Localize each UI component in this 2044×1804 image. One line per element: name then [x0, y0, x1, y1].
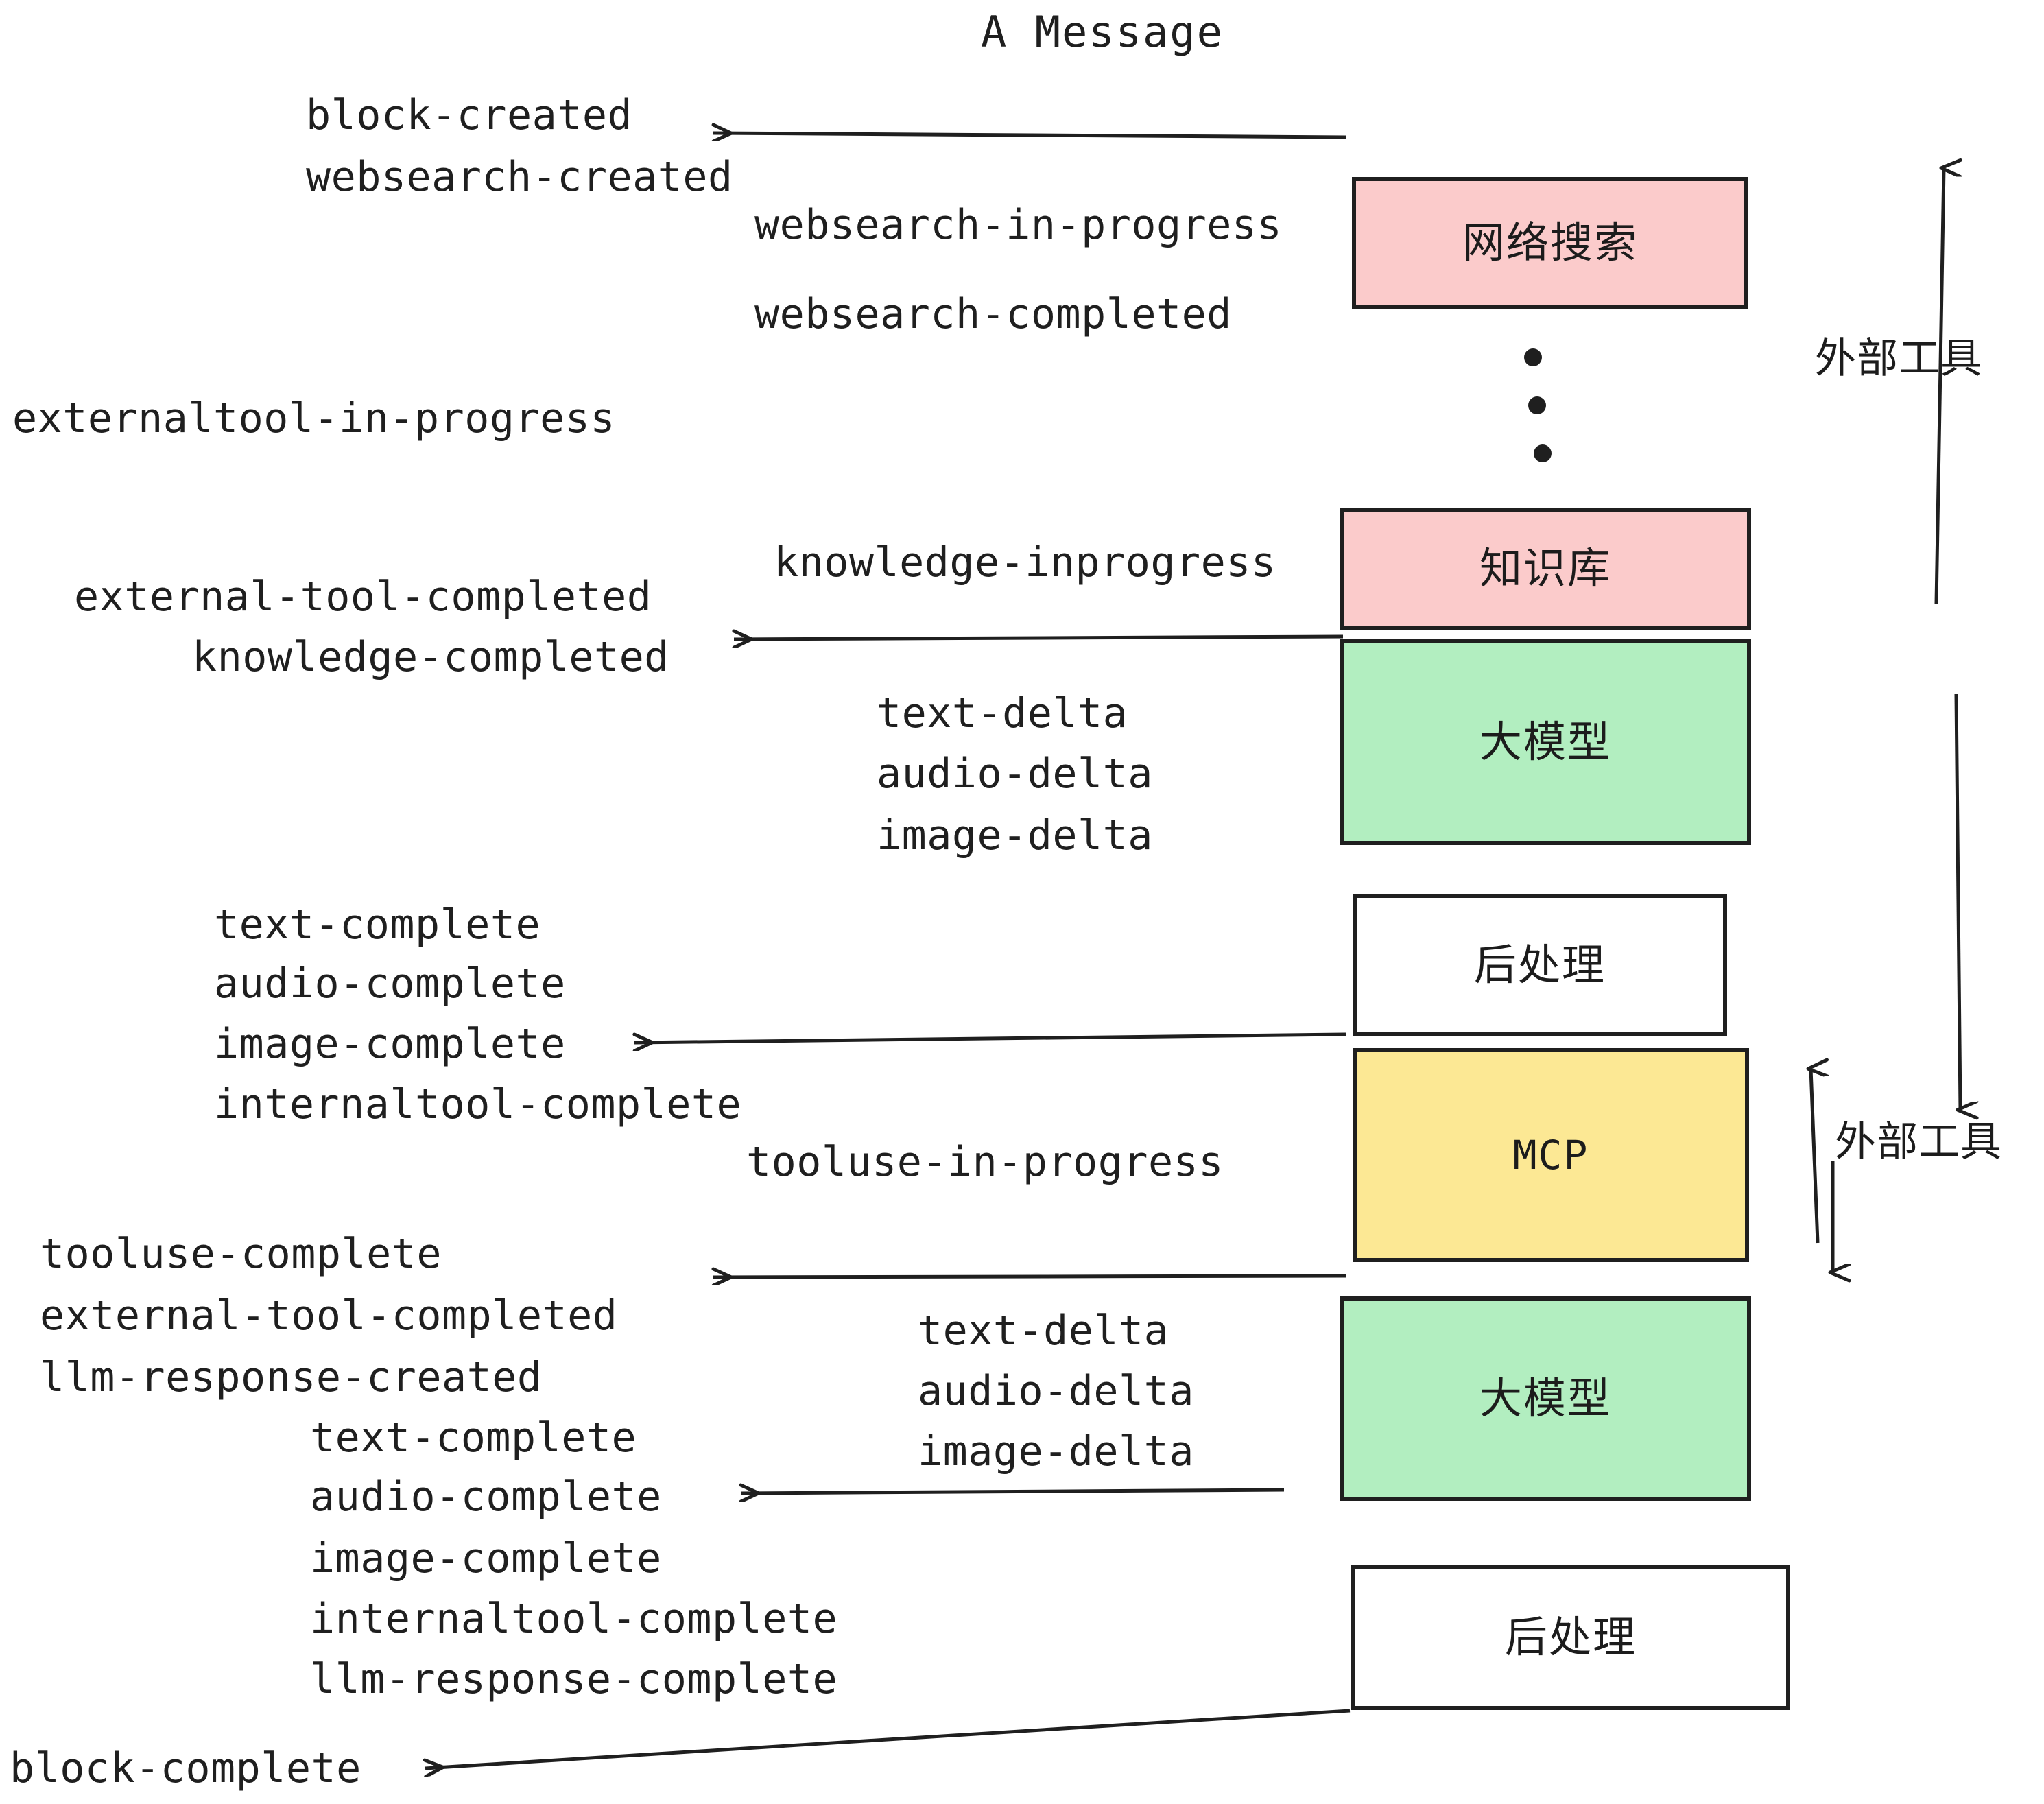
box-websearch-label: 网络搜索	[1462, 217, 1638, 268]
box-postprocess-1-label: 后处理	[1473, 940, 1606, 990]
event-audio-complete-1: audio-complete	[214, 960, 566, 1008]
page-title: A Message	[981, 7, 1224, 57]
event-websearch-in-progress: websearch-in-progress	[754, 201, 1283, 249]
event-text-delta-1: text-delta	[877, 689, 1128, 737]
arrow-external-tools-top-down-stub	[1955, 628, 1959, 728]
event-internaltool-complete-1: internaltool-complete	[214, 1080, 742, 1128]
event-text-delta-2: text-delta	[918, 1307, 1169, 1355]
box-mcp-label: MCP	[1512, 1132, 1589, 1178]
ellipsis-dot-3	[1534, 444, 1552, 462]
event-audio-delta-2: audio-delta	[918, 1367, 1194, 1415]
event-tooluse-complete: tooluse-complete	[40, 1230, 442, 1278]
event-audio-delta-1: audio-delta	[877, 750, 1153, 798]
event-knowledge-inprogress: knowledge-inprogress	[774, 538, 1276, 586]
arrow-mcp-to-tooluse-complete	[713, 1276, 1346, 1277]
arrow-knowledge-to-completed	[734, 637, 1344, 639]
arrow-postprocess2-to-block-complete	[425, 1709, 1351, 1768]
event-block-complete: block-complete	[10, 1744, 361, 1792]
event-image-complete-1: image-complete	[214, 1020, 566, 1068]
box-postprocess-2[interactable]: 后处理	[1351, 1565, 1790, 1710]
box-llm-2-label: 大模型	[1479, 1373, 1611, 1423]
box-postprocess-2-label: 后处理	[1504, 1612, 1637, 1662]
event-externaltool-in-progress: externaltool-in-progress	[12, 394, 615, 442]
event-llm-response-complete: llm-response-complete	[310, 1655, 838, 1703]
event-block-created: block-created	[306, 91, 633, 139]
event-external-tool-completed-1: external-tool-completed	[74, 573, 652, 621]
arrow-external-tools-top-down	[1954, 693, 1960, 1110]
box-llm-1-label: 大模型	[1479, 717, 1611, 767]
ellipsis-dot-2	[1528, 396, 1546, 414]
event-llm-response-created: llm-response-created	[40, 1353, 543, 1401]
arrow-external-tools-top-up	[1934, 168, 1944, 604]
event-tooluse-in-progress: tooluse-in-progress	[746, 1138, 1224, 1186]
event-text-complete-1: text-complete	[214, 901, 541, 949]
box-llm-2[interactable]: 大模型	[1340, 1296, 1751, 1501]
event-websearch-created: websearch-created	[306, 153, 733, 201]
arrow-external-tools-bottom-up	[1811, 1069, 1818, 1244]
box-knowledgebase-label: 知识库	[1479, 543, 1611, 593]
ellipsis-dot-1	[1524, 348, 1542, 366]
event-internaltool-complete-2: internaltool-complete	[310, 1595, 838, 1643]
arrow-llm2-to-audio-complete	[741, 1490, 1285, 1493]
event-text-complete-2: text-complete	[310, 1414, 637, 1462]
label-external-tools-bottom: 外部工具	[1835, 1118, 2002, 1166]
label-external-tools-top: 外部工具	[1815, 335, 1982, 383]
arrow-postprocess1-to-image-complete	[634, 1032, 1346, 1043]
box-llm-1[interactable]: 大模型	[1340, 639, 1751, 845]
event-image-delta-2: image-delta	[918, 1427, 1194, 1475]
box-mcp[interactable]: MCP	[1353, 1048, 1749, 1262]
box-knowledgebase[interactable]: 知识库	[1340, 508, 1751, 630]
event-audio-complete-2: audio-complete	[310, 1473, 662, 1521]
box-postprocess-1[interactable]: 后处理	[1353, 894, 1727, 1036]
event-external-tool-completed-2: external-tool-completed	[40, 1292, 618, 1340]
event-websearch-completed: websearch-completed	[754, 290, 1232, 338]
box-websearch[interactable]: 网络搜索	[1352, 177, 1748, 309]
event-image-delta-1: image-delta	[877, 811, 1153, 859]
event-knowledge-completed: knowledge-completed	[192, 633, 669, 681]
event-image-complete-2: image-complete	[310, 1534, 662, 1582]
arrow-websearch-to-block-created	[713, 133, 1346, 137]
